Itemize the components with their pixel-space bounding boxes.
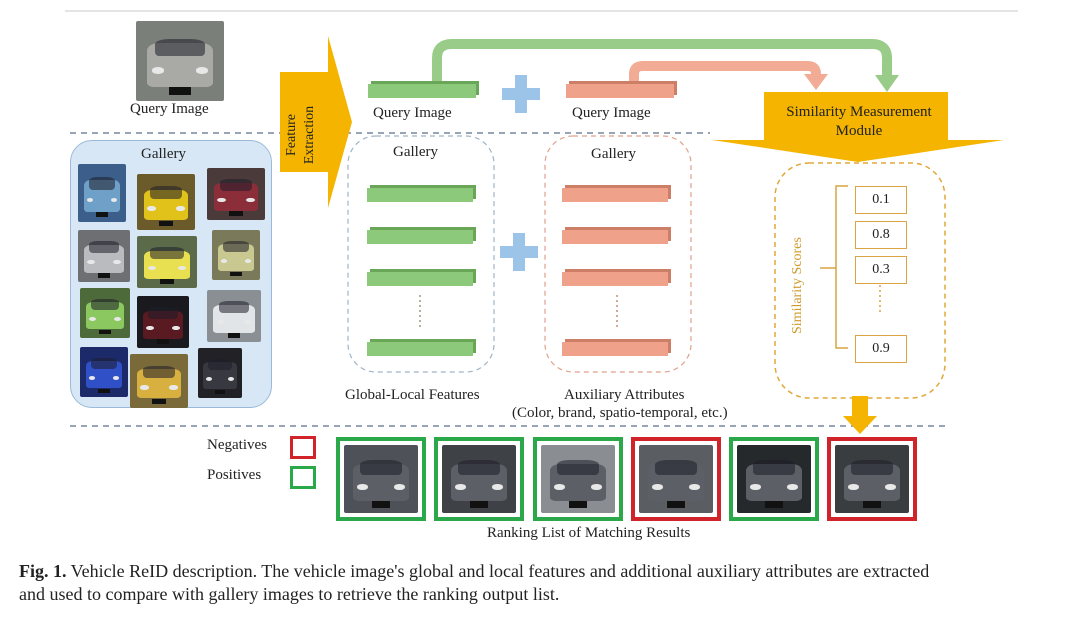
similarity-module-label: Similarity Measurement Module (778, 103, 940, 141)
ranking-car-image (639, 445, 713, 513)
ranking-arrow-shaft (852, 396, 868, 418)
similarity-score-box: 0.8 (855, 221, 907, 249)
ranking-car-image (835, 445, 909, 513)
gallery-car-image (78, 230, 130, 282)
global-gallery-panel (347, 135, 495, 373)
global-gallery-feature (367, 188, 473, 202)
scores-bracket (820, 185, 848, 349)
gallery-car-image (207, 290, 261, 342)
ranking-result-positive (729, 437, 819, 521)
ranking-car-image (737, 445, 811, 513)
legend-positives-label: Positives (207, 467, 262, 483)
gallery-car-image (212, 230, 260, 280)
legend-positives-swatch (290, 466, 316, 489)
aux-gallery-feature (562, 188, 668, 202)
ranking-car-image (541, 445, 615, 513)
ranking-result-positive (533, 437, 623, 521)
legend-negatives-swatch (290, 436, 316, 459)
feature-extraction-arrow (280, 36, 352, 208)
ranking-result-negative (631, 437, 721, 521)
global-gallery-label: Gallery (393, 144, 438, 160)
aux-gallery-feature (562, 342, 668, 356)
plus-icon-top (502, 75, 540, 113)
aux-query-feature (566, 84, 674, 98)
query-image-label: Query Image (130, 101, 209, 117)
feature-extraction-line1: Feature (284, 114, 299, 156)
ranking-label: Ranking List of Matching Results (487, 525, 691, 541)
aux-query-arrow (629, 61, 821, 84)
ranking-result-positive (434, 437, 524, 521)
query-car-image (136, 21, 224, 101)
similarity-scores-label: Similarity Scores (790, 237, 805, 334)
aux-gallery-label: Gallery (591, 146, 636, 162)
aux-caption-line2: (Color, brand, spatio-temporal, etc.) (512, 405, 728, 421)
figure-caption-prefix: Fig. 1. (19, 561, 67, 581)
aux-gallery-panel (544, 135, 692, 373)
ranking-result-negative (827, 437, 917, 521)
gallery-car-image (130, 354, 188, 408)
global-gallery-feature (367, 272, 473, 286)
similarity-score-box: 0.9 (855, 335, 907, 363)
gallery-car-image (137, 236, 197, 288)
feature-extraction-line2: Extraction (302, 105, 317, 165)
legend-negatives-label: Negatives (207, 437, 267, 453)
gallery-car-image (137, 296, 189, 348)
similarity-module-line2: Module (835, 123, 883, 139)
gallery-car-image (80, 288, 130, 338)
aux-caption-line1: Auxiliary Attributes (564, 387, 685, 403)
global-local-caption: Global-Local Features (345, 387, 480, 403)
ranking-arrow-head (843, 416, 877, 434)
figure-caption-line1: Fig. 1. Vehicle ReID description. The ve… (19, 561, 929, 582)
similarity-score-box: 0.3 (855, 256, 907, 284)
global-gallery-feature (367, 342, 473, 356)
global-query-arrow-head (875, 75, 899, 92)
gallery-car-image (137, 174, 195, 230)
global-query-feature (368, 84, 476, 98)
ranking-car-image (442, 445, 516, 513)
gallery-car-image (80, 347, 128, 397)
aux-gallery-feature (562, 272, 668, 286)
gallery-label: Gallery (141, 146, 186, 162)
gallery-car-image (207, 168, 265, 220)
similarity-module-line1: Similarity Measurement (786, 104, 932, 120)
global-query-label: Query Image (373, 105, 452, 121)
gallery-car-image (78, 164, 126, 222)
aux-gallery-feature (562, 230, 668, 244)
global-gallery-feature (367, 230, 473, 244)
figure-caption-text1: Vehicle ReID description. The vehicle im… (66, 561, 930, 581)
figure-caption-line2: and used to compare with gallery images … (19, 584, 560, 604)
ranking-result-positive (336, 437, 426, 521)
feature-extraction-label: Feature Extraction (283, 100, 319, 170)
plus-icon-middle (500, 233, 538, 271)
ranking-car-image (344, 445, 418, 513)
global-query-arrow (432, 39, 892, 82)
aux-query-arrow-head (804, 74, 828, 90)
similarity-module-shape (712, 92, 1004, 162)
gallery-car-image (198, 348, 242, 398)
similarity-score-box: 0.1 (855, 186, 907, 214)
aux-query-label: Query Image (572, 105, 651, 121)
